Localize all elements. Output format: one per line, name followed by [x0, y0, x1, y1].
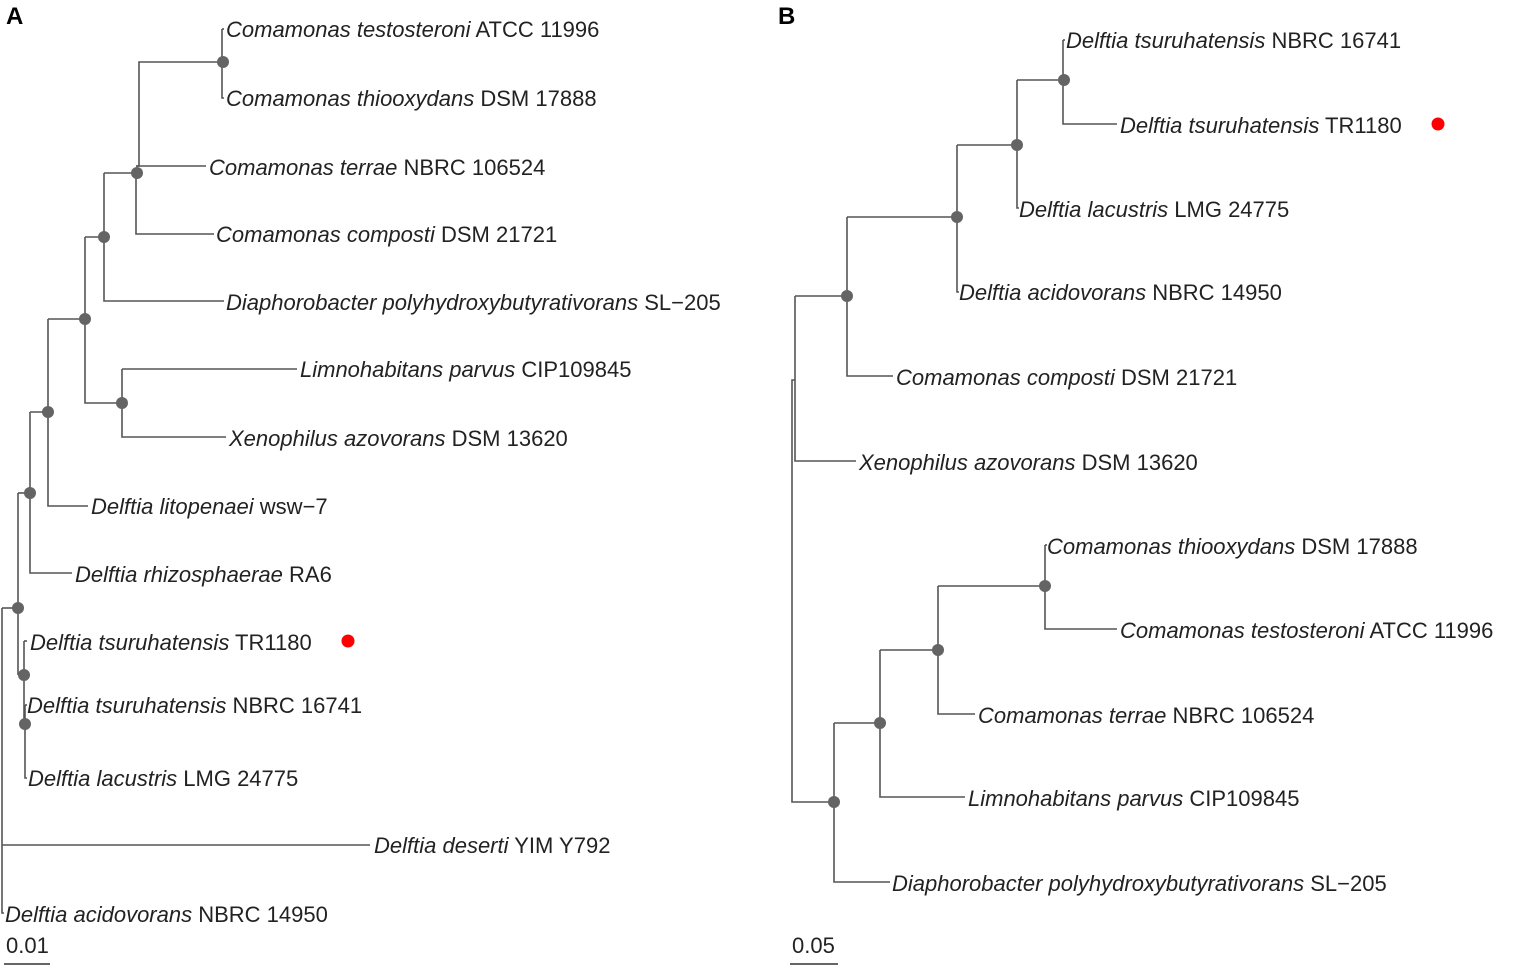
tree-node: [1011, 139, 1023, 151]
tree-node: [98, 231, 110, 243]
taxon-label: Delftia lacustris LMG 24775: [1019, 197, 1289, 222]
tree-node: [828, 796, 840, 808]
tree-node: [116, 397, 128, 409]
scale-bar-label: 0.01: [6, 933, 49, 958]
taxon-label: Xenophilus azovorans DSM 13620: [858, 450, 1198, 475]
tree-node: [951, 211, 963, 223]
branch: [1044, 545, 1117, 630]
taxon-label: Delftia acidovorans NBRC 14950: [959, 280, 1282, 305]
scale-bar-label: 0.05: [792, 933, 835, 958]
taxon-label: Comamonas testosteroni ATCC 11996: [1120, 618, 1493, 643]
panel-a-labels: Comamonas testosteroni ATCC 11996 Comamo…: [5, 17, 721, 927]
tree-node: [1058, 74, 1070, 86]
tree-node: [12, 602, 24, 614]
branch: [833, 723, 890, 883]
tree-node: [42, 406, 54, 418]
taxon-label: Xenophilus azovorans DSM 13620: [228, 426, 568, 451]
tree-node: [131, 167, 143, 179]
taxon-label: Comamonas composti DSM 21721: [216, 222, 557, 247]
taxon-label: Comamonas thiooxydans DSM 17888: [1047, 534, 1418, 559]
tree-node: [874, 717, 886, 729]
panel-a-letter: A: [6, 3, 23, 30]
branch: [846, 217, 893, 377]
taxon-label: Delftia lacustris LMG 24775: [28, 766, 298, 791]
taxon-label: Comamonas thiooxydans DSM 17888: [226, 86, 597, 111]
branch: [1062, 40, 1117, 125]
taxon-label: Diaphorobacter polyhydroxybutyrativorans…: [226, 290, 721, 315]
branch: [794, 296, 856, 462]
tree-node: [24, 487, 36, 499]
taxon-label: Delftia deserti YIM Y792: [374, 833, 610, 858]
taxon-label: Limnohabitans parvus CIP109845: [968, 786, 1299, 811]
taxon-label: Diaphorobacter polyhydroxybutyrativorans…: [892, 871, 1387, 896]
taxon-label: Limnohabitans parvus CIP109845: [300, 357, 631, 382]
taxon-label: Comamonas terrae NBRC 106524: [978, 703, 1314, 728]
taxon-label: Comamonas terrae NBRC 106524: [209, 155, 545, 180]
panel-b-labels: Delftia tsuruhatensis NBRC 16741 Delftia…: [858, 28, 1493, 896]
taxon-label: Delftia acidovorans NBRC 14950: [5, 902, 328, 927]
tree-node: [79, 313, 91, 325]
tree-node: [932, 644, 944, 656]
highlight-marker: [1431, 117, 1445, 131]
branch: [121, 369, 226, 438]
taxon-label: Delftia tsuruhatensis NBRC 16741: [1066, 28, 1401, 53]
panel-b-letter: B: [778, 3, 795, 30]
branch: [136, 61, 222, 167]
branch: [47, 319, 88, 507]
tree-node: [1039, 580, 1051, 592]
branch: [135, 173, 214, 235]
branch: [937, 586, 975, 715]
panel-b-nodes: [828, 74, 1070, 808]
panel-b-branches: [791, 39, 1117, 883]
panel-a: A: [1, 3, 721, 965]
panel-a-branches: [1, 28, 370, 914]
tree-node: [217, 56, 229, 68]
taxon-label: Comamonas composti DSM 21721: [896, 365, 1237, 390]
branch: [84, 237, 122, 404]
branch: [791, 379, 834, 803]
branch: [103, 173, 224, 302]
taxon-label: Delftia tsuruhatensis TR1180: [30, 630, 312, 655]
branch: [1016, 80, 1019, 209]
panel-b-scale-bar: 0.05: [790, 933, 838, 965]
taxon-label: Delftia litopenaei wsw−7: [91, 494, 328, 519]
highlight-marker: [341, 634, 355, 648]
branch: [879, 650, 965, 798]
tree-node: [18, 669, 30, 681]
panel-a-scale-bar: 0.01: [4, 933, 50, 965]
branch: [221, 29, 224, 99]
panel-b: B: [778, 3, 1493, 965]
tree-node: [19, 718, 31, 730]
taxon-label: Delftia tsuruhatensis NBRC 16741: [27, 693, 362, 718]
panel-a-nodes: [12, 56, 229, 730]
branch: [956, 145, 959, 293]
taxon-label: Delftia rhizosphaerae RA6: [75, 562, 332, 587]
tree-node: [841, 290, 853, 302]
taxon-label: Comamonas testosteroni ATCC 11996: [226, 17, 599, 42]
taxon-label: Delftia tsuruhatensis TR1180: [1120, 113, 1402, 138]
branch: [29, 412, 72, 574]
branch: [1, 608, 4, 914]
